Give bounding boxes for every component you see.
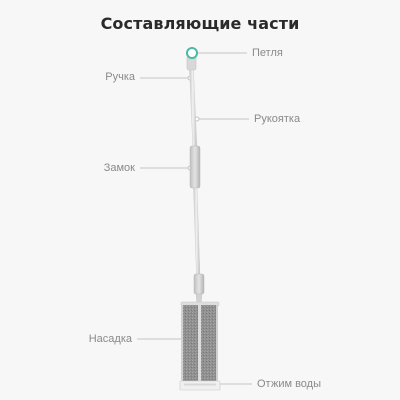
label-handle: Ручка	[105, 71, 135, 83]
leader-lines	[137, 52, 252, 385]
mop-bottom-sleeve	[193, 273, 205, 295]
page-title: Составляющие части	[100, 14, 300, 33]
mop-pad-left	[183, 305, 198, 383]
mop-pad-right	[201, 305, 216, 383]
label-loop: Петля	[252, 47, 283, 59]
mop-pole	[189, 69, 205, 305]
label-wringer: Отжим воды	[257, 378, 322, 390]
mop-lock-sleeve	[189, 145, 201, 189]
label-head: Насадка	[88, 333, 132, 345]
mop-head	[179, 301, 221, 391]
mop-loop	[186, 47, 198, 71]
label-grip: Рукоятка	[254, 113, 301, 125]
label-lock: Замок	[103, 162, 135, 174]
